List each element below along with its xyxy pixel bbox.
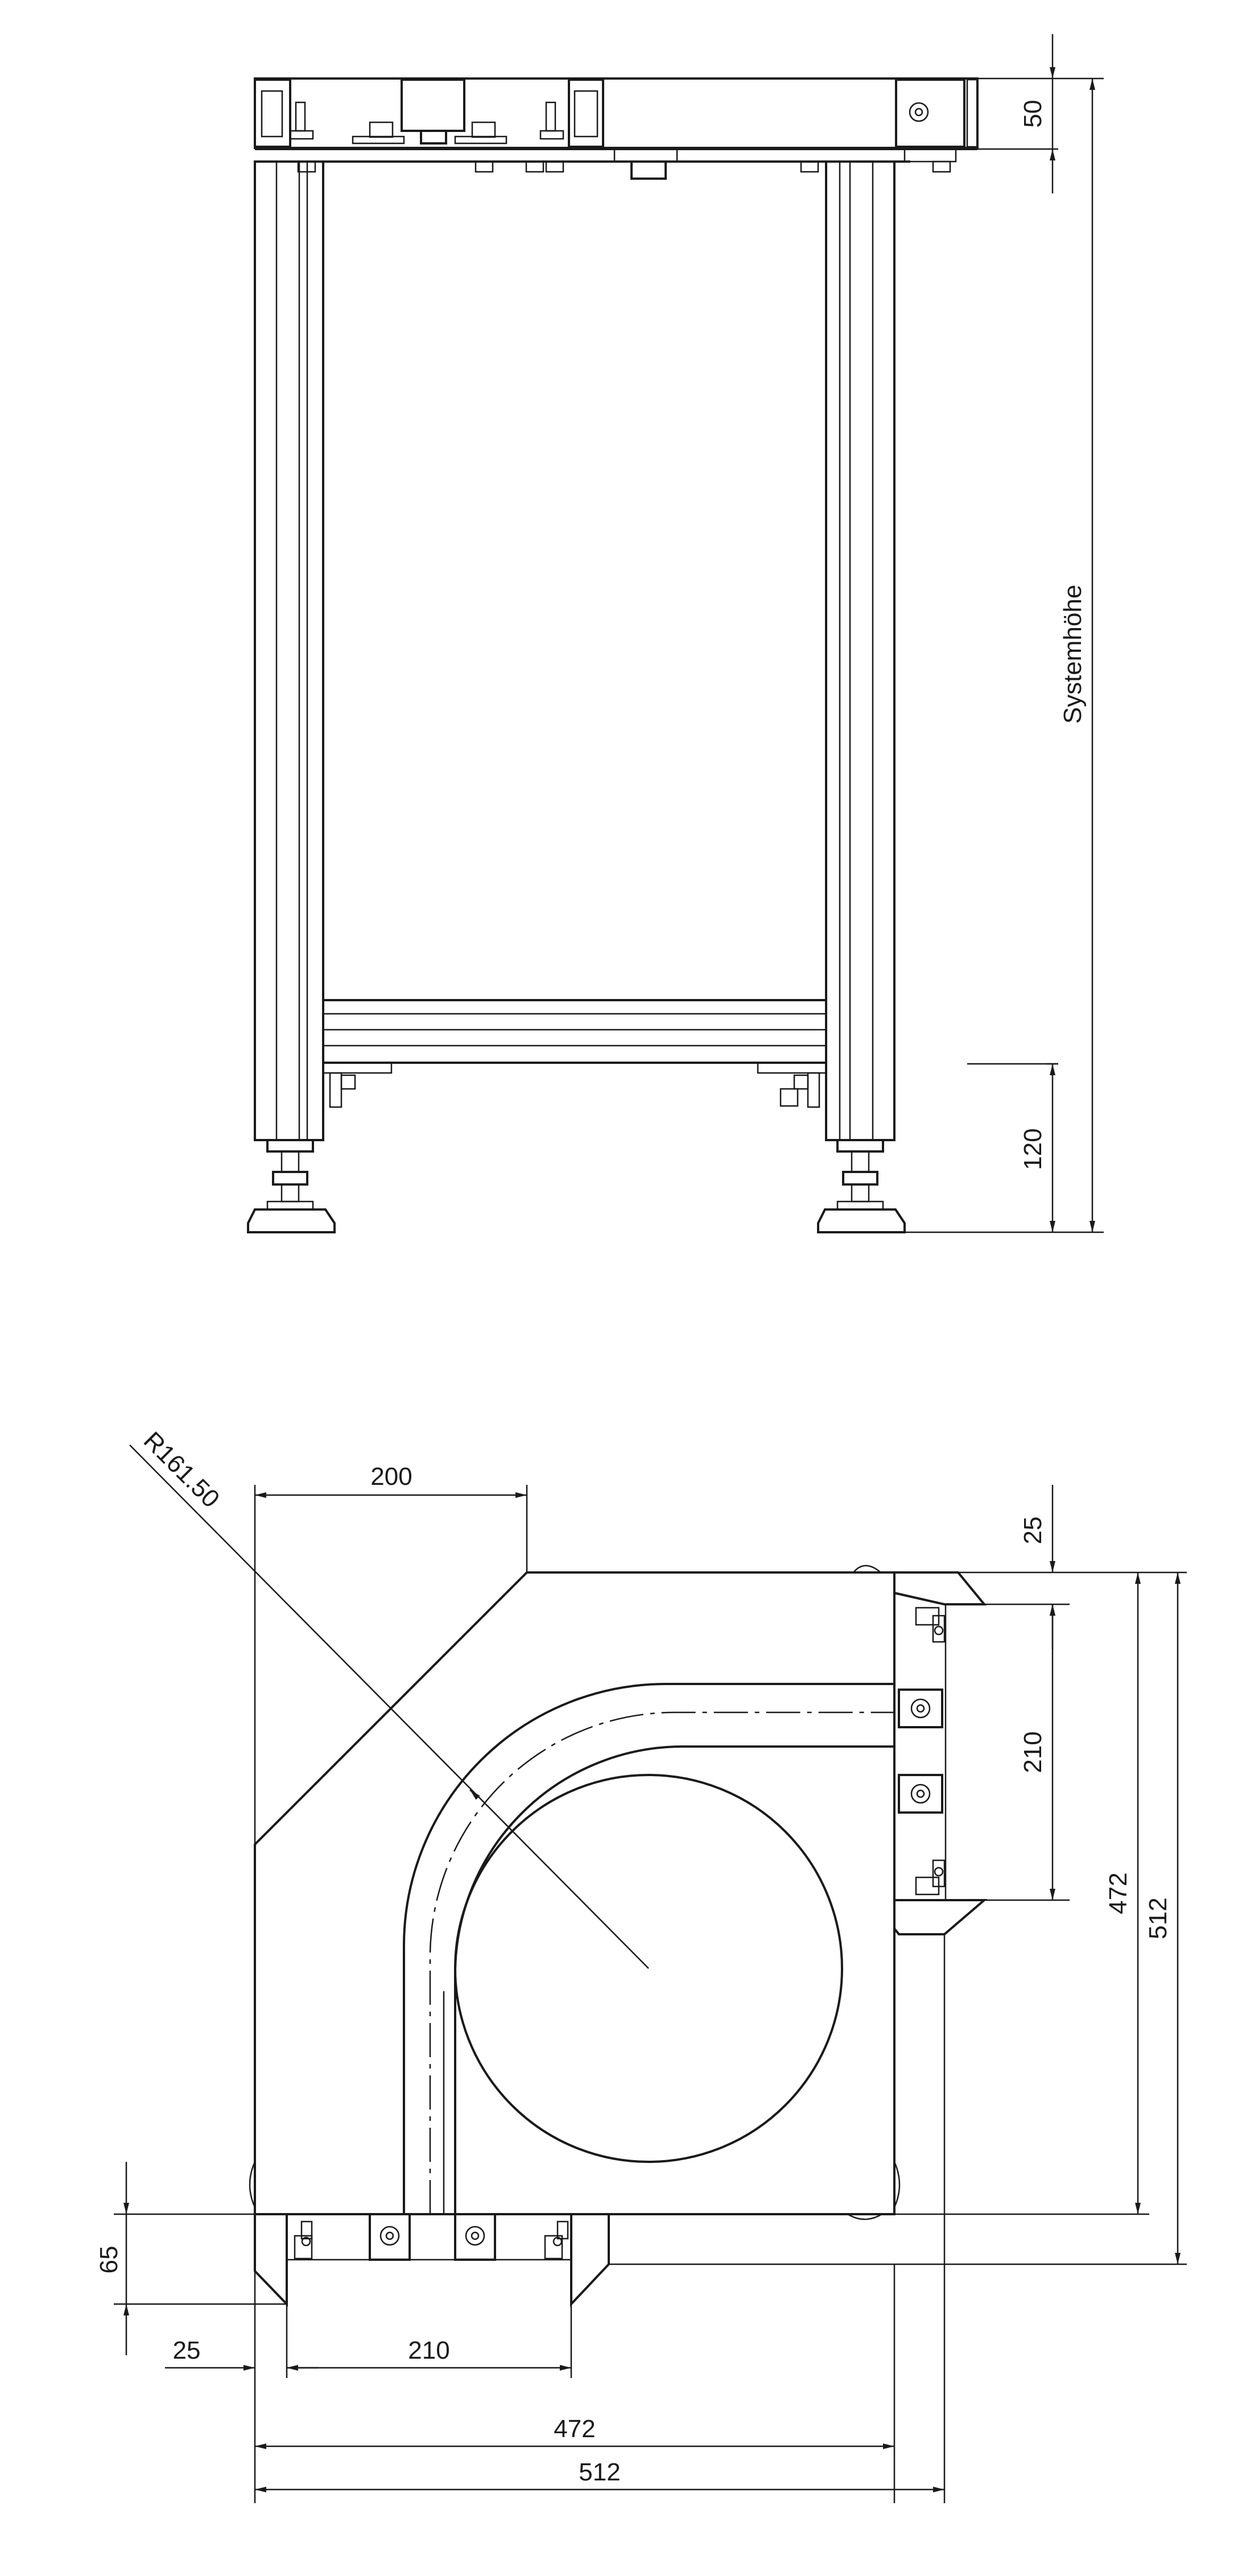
dim-210-right-label: 210 — [1019, 1731, 1047, 1773]
dim-512-bottom-label: 512 — [579, 2458, 620, 2486]
dim-512-right-label: 512 — [1144, 1897, 1172, 1939]
dim-25-top-label: 25 — [1019, 1517, 1047, 1545]
dim-25-left-label: 25 — [173, 2336, 201, 2364]
dim-472-right-label: 472 — [1104, 1872, 1132, 1914]
dim-foot-label: 120 — [1019, 1128, 1047, 1170]
dim-472-bottom-label: 472 — [554, 2415, 595, 2443]
side-view: 50 Systemhöhe 120 — [247, 34, 1104, 1233]
radius-label: R161.50 — [138, 1426, 225, 1513]
dim-top-label: 50 — [1019, 100, 1047, 128]
dim-65-label: 65 — [95, 2246, 123, 2274]
dim-210-bottom-label: 210 — [408, 2336, 449, 2364]
dim-200-label: 200 — [370, 1463, 412, 1491]
top-view: R161.50 — [95, 1426, 1187, 2503]
dim-height-label: Systemhöhe — [1059, 585, 1087, 724]
